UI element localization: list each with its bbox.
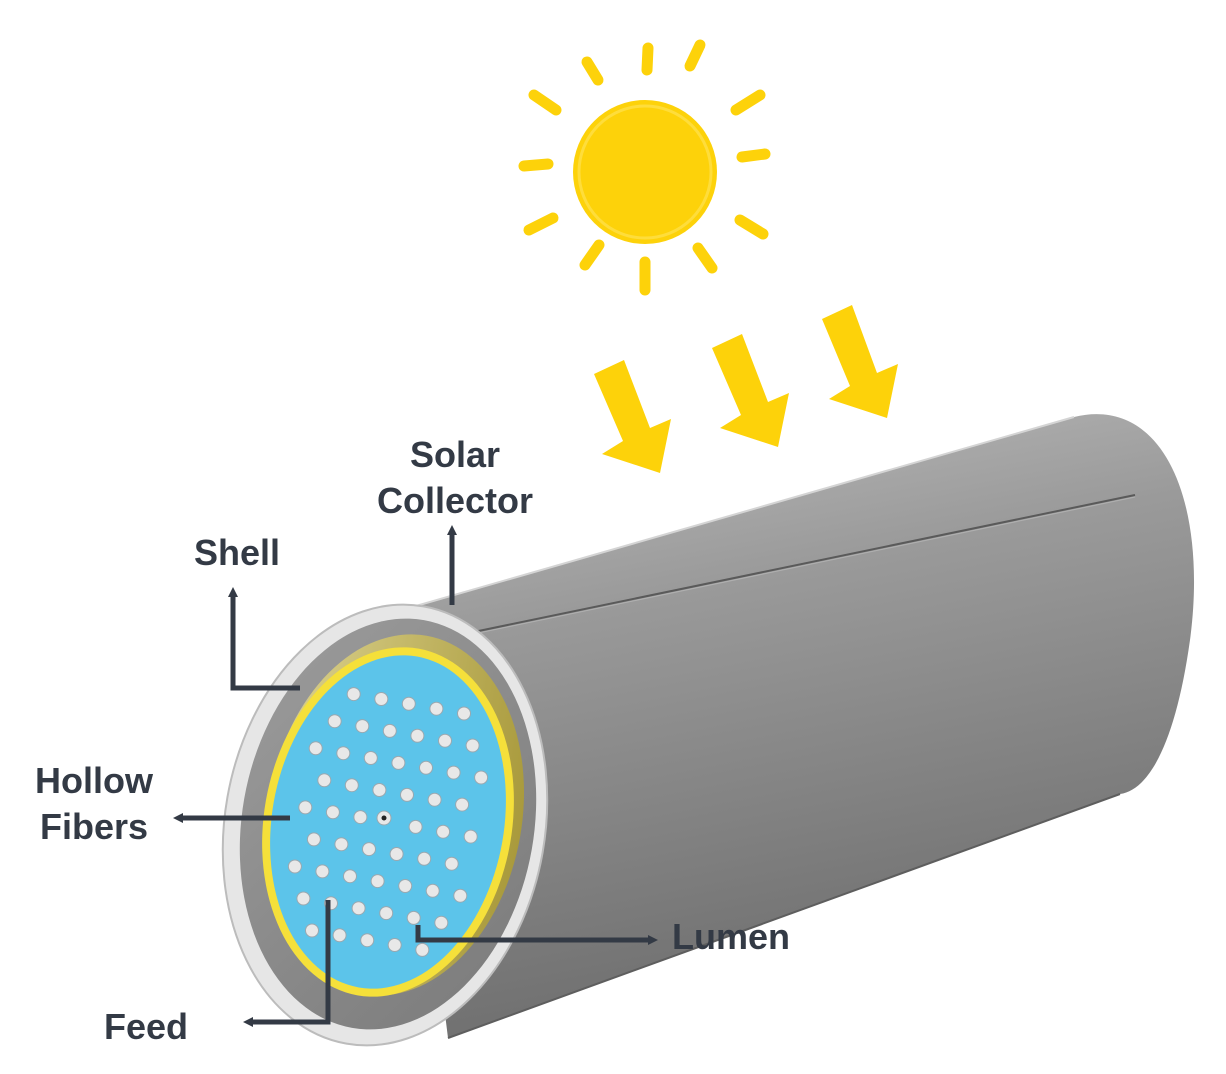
hollow-fiber [436, 824, 451, 839]
hollow-fiber [382, 723, 397, 738]
hollow-fiber [374, 692, 389, 706]
hollow-fiber [474, 770, 489, 785]
sun-icon [518, 39, 771, 296]
hollow-fiber [419, 760, 433, 775]
central-core [381, 815, 387, 821]
hollow-fiber [400, 787, 414, 802]
shell-label: Shell [194, 532, 281, 573]
arrow-down-icon [712, 334, 789, 447]
hollow-fiber [372, 783, 387, 797]
hollow-fiber [415, 942, 430, 957]
solar-collector-tube [394, 414, 1195, 1039]
hollow-fiber [353, 810, 368, 825]
hollow-fiber [332, 928, 347, 943]
hollow-fiber [444, 856, 459, 871]
feed-label: Feed [104, 1006, 189, 1047]
hollow-fiber [363, 751, 378, 765]
hollow-fiber [417, 851, 432, 866]
hollow-fiber [463, 829, 478, 844]
hollow-fibers [287, 687, 489, 957]
solar-collector-label: Solar Collector [345, 432, 565, 524]
hollow-fiber [360, 933, 375, 948]
hollow-fiber [362, 842, 376, 857]
hollow-fiber [438, 733, 452, 748]
solar-collector-label-line2: Collector [376, 480, 534, 521]
hollow-fiber [427, 792, 442, 807]
hollow-fiber [334, 837, 349, 852]
hollow-fibers-label: Hollow Fibers [12, 758, 176, 850]
hollow-fiber [401, 696, 416, 711]
hollow-fiber [287, 859, 302, 874]
lumen-leader [415, 925, 658, 945]
hollow-fiber [391, 755, 406, 770]
hollow-fiber [298, 800, 313, 815]
hollow-fiber [379, 906, 394, 921]
hollow-fiber [455, 797, 470, 812]
hollow-fiber [315, 864, 330, 879]
hollow-fiber [465, 738, 480, 753]
hollow-fibers-label-line1: Hollow [35, 760, 153, 801]
hollow-fibers-label-line2: Fibers [39, 806, 149, 847]
arrow-down-icon [822, 305, 898, 418]
hollow-fiber [398, 879, 413, 893]
hollow-fiber [453, 888, 468, 903]
sunlight-arrows [594, 305, 898, 473]
hollow-fiber [327, 714, 342, 729]
shell-leader [228, 587, 300, 691]
hollow-fiber [425, 883, 440, 898]
feed-leader [243, 900, 331, 1027]
hollow-fiber [346, 687, 361, 702]
hollow-fiber [387, 938, 402, 952]
hollow-fiber [446, 765, 461, 780]
hollow-fiber [317, 773, 332, 788]
hollow-fiber [410, 728, 425, 743]
solar-collector-label-line1: Solar [409, 434, 501, 475]
hollow-fiber [408, 819, 423, 834]
hollow-fiber [308, 741, 323, 756]
hollow-fiber [434, 915, 449, 930]
hollow-fiber [370, 874, 385, 889]
hollow-fiber [296, 891, 311, 906]
hollow-fiber [325, 805, 340, 820]
hollow-fiber [406, 910, 421, 925]
hollow-fiber [306, 832, 321, 847]
arrow-down-icon [594, 360, 671, 473]
leader-lines [173, 525, 658, 1027]
hollow-fiber [355, 719, 370, 734]
hollow-fiber [305, 923, 319, 938]
hollow-fiber [429, 701, 444, 716]
hollow-fiber [351, 901, 366, 916]
hollow-fiber [344, 778, 359, 793]
hollow-fiber [389, 847, 404, 861]
hollow-fiber [457, 706, 471, 721]
lumen-label: Lumen [672, 916, 791, 957]
hollow-fiber [343, 869, 357, 884]
hollow-fiber [336, 746, 351, 761]
